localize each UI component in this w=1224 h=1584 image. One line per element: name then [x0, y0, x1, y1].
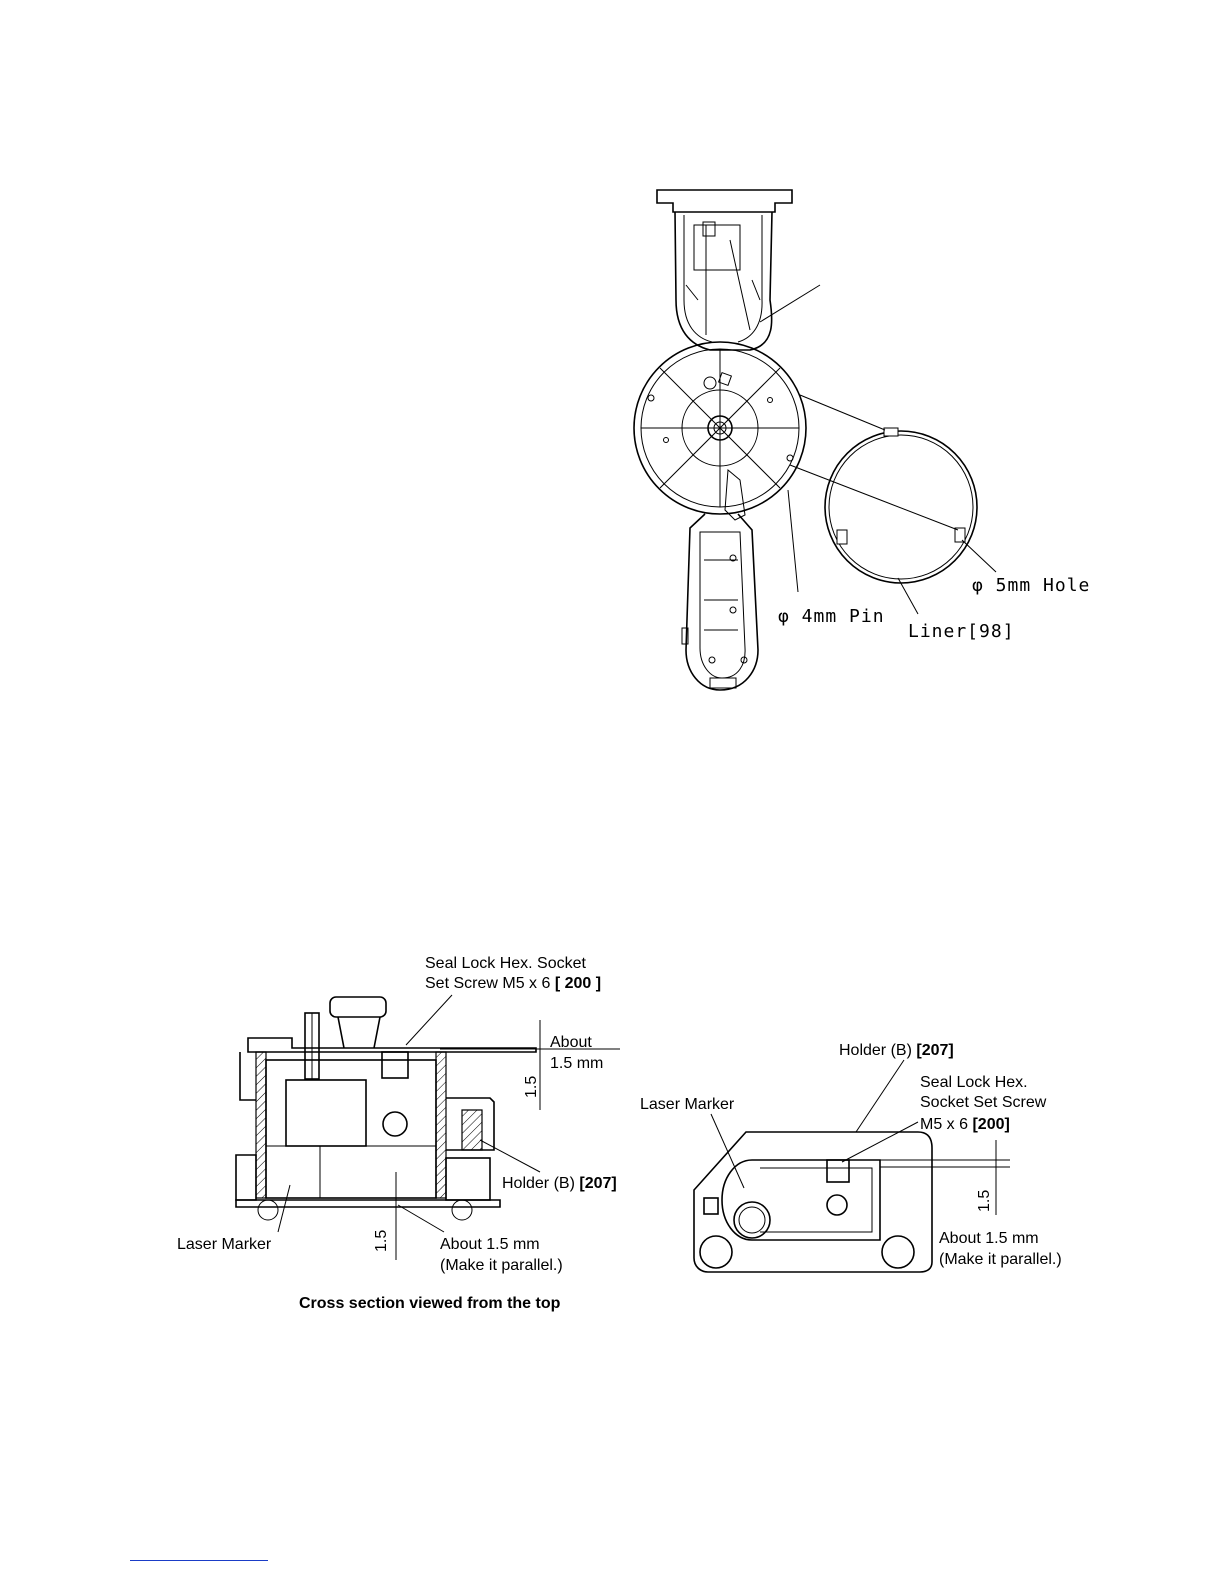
screw-label-right-line2: Socket Set Screw [920, 1094, 1047, 1111]
screw-label-line1: Seal Lock Hex. Socket [425, 955, 587, 972]
top-view-drawing [693, 1131, 1010, 1273]
cross-section-drawing [235, 996, 620, 1260]
liner-label: Liner[98] [908, 621, 1015, 642]
dim-vertical-right: 1.5 [976, 1190, 993, 1212]
cross-section-caption: Cross section viewed from the top [299, 1295, 561, 1312]
footer-link-underline [130, 1560, 268, 1561]
screw-label-right-line1: Seal Lock Hex. [920, 1074, 1028, 1091]
laser-marker-label-left: Laser Marker [177, 1236, 272, 1253]
screw-label-line2: Set Screw M5 x 6 [ 200 ] [425, 975, 601, 992]
about-bottom-line1: About 1.5 mm [440, 1236, 540, 1253]
pin-label: φ 4mm Pin [778, 606, 885, 627]
about-right-line2: (Make it parallel.) [939, 1251, 1062, 1268]
about-top-line2: 1.5 mm [550, 1055, 603, 1072]
laser-marker-label-right: Laser Marker [640, 1096, 735, 1113]
dim-vertical-bottom: 1.5 [373, 1230, 390, 1252]
housing-drawing [633, 189, 807, 691]
about-bottom-line2: (Make it parallel.) [440, 1257, 563, 1274]
about-top-line1: About [550, 1034, 592, 1051]
leader-lines-right [710, 1059, 919, 1189]
liner-ring [824, 427, 978, 584]
leader-lines-left [277, 994, 541, 1233]
leader-lines-top [759, 284, 997, 615]
holder-label-right: Holder (B) [207] [839, 1042, 954, 1059]
screw-label-right-line3: M5 x 6 [200] [920, 1116, 1010, 1133]
about-right-line1: About 1.5 mm [939, 1230, 1039, 1247]
dim-vertical-top: 1.5 [523, 1076, 540, 1098]
hole-label: φ 5mm Hole [972, 575, 1090, 596]
holder-label-left: Holder (B) [207] [502, 1175, 617, 1192]
